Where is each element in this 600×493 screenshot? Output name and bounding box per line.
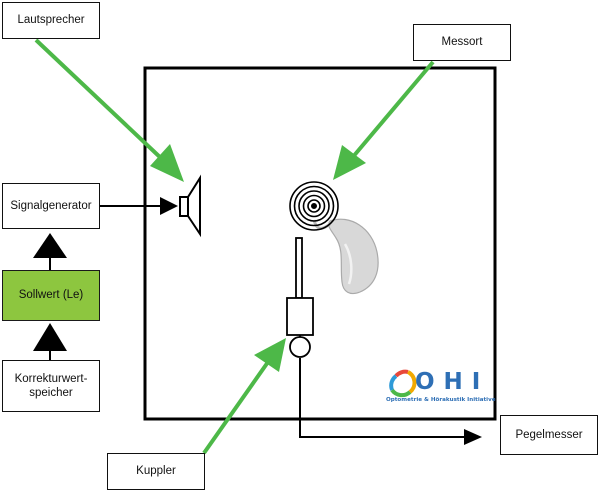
hearing-aid-icon — [312, 218, 379, 295]
korrekturwert-label-line2: speicher — [29, 387, 73, 399]
green-pointers — [34, 38, 435, 455]
messort-label: Messort — [441, 36, 483, 49]
pointer-messort-head — [333, 145, 366, 180]
arrowhead-generator — [33, 233, 67, 258]
pegelmesser-box: Pegelmesser — [500, 415, 598, 455]
ohi-logo-text: OHI — [415, 369, 490, 395]
signalgenerator-box: Signalgenerator — [2, 183, 100, 229]
korrekturwert-label-line1: Korrekturwert- — [14, 372, 88, 385]
pointer-lautsprecher-head — [150, 144, 184, 182]
kuppler-label: Kuppler — [136, 465, 176, 478]
signal-flow — [33, 197, 482, 445]
arrowhead-level-meter — [464, 429, 482, 445]
pointer-kuppler-head — [254, 338, 286, 372]
measurement-chamber — [143, 66, 497, 421]
sollwert-label: Sollwert (Le) — [18, 289, 84, 302]
line-coupler-to-level-meter — [299, 358, 468, 438]
ohi-logo-subtitle: Optometrie & Hörakustik Initiative — [386, 397, 496, 403]
pegelmesser-label: Pegelmesser — [515, 428, 583, 441]
coupler-body — [286, 297, 314, 336]
microphone-icon — [289, 336, 311, 358]
spiral-measurement-icon — [289, 181, 339, 231]
arrowhead-speaker — [160, 197, 178, 215]
korrekturwert-box: Korrekturwert- speicher — [2, 360, 100, 412]
arrowhead-sollwert — [33, 323, 67, 351]
lautsprecher-label: Lautsprecher — [17, 14, 85, 27]
ohi-logo-icon — [389, 369, 417, 398]
messort-box: Messort — [413, 24, 511, 61]
loudspeaker-icon — [179, 174, 201, 238]
pointer-kuppler-line — [202, 360, 270, 455]
signalgenerator-label: Signalgenerator — [10, 199, 92, 212]
sollwert-box: Sollwert (Le) — [2, 270, 100, 321]
pointer-messort-line — [350, 60, 435, 160]
lautsprecher-box: Lautsprecher — [2, 2, 100, 39]
pointer-lautsprecher-line — [34, 38, 165, 162]
tube — [295, 237, 303, 299]
kuppler-box: Kuppler — [107, 453, 205, 490]
